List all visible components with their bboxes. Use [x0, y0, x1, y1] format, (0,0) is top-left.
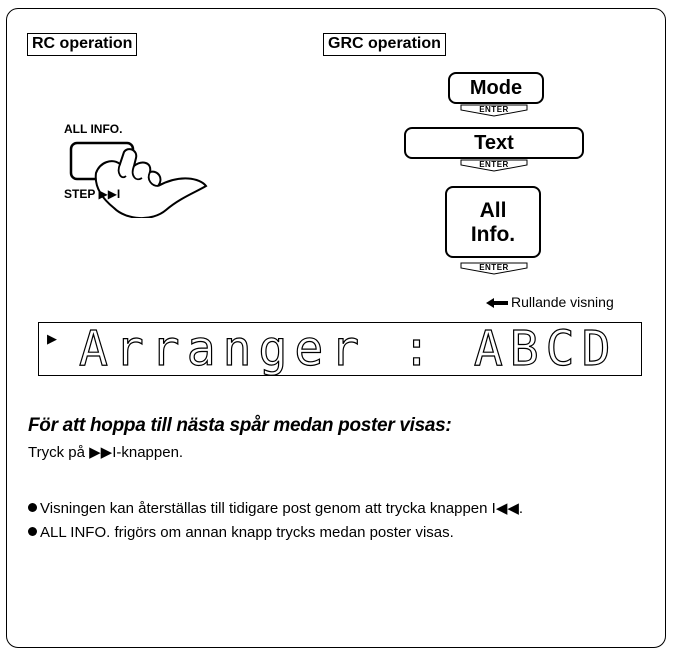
scroll-note: Rullande visning	[486, 294, 614, 310]
left-arrow-icon	[486, 298, 508, 309]
list-item: ALL INFO. frigörs om annan knapp trycks …	[28, 522, 660, 543]
all-info-button[interactable]: All Info.	[445, 186, 541, 258]
enter-tag: ENTER	[460, 104, 528, 117]
rc-button-top-label: ALL INFO.	[64, 122, 123, 136]
display-text: Arranger : ABCD	[78, 321, 618, 377]
rc-button-bottom-label: STEP ▶▶I	[64, 187, 121, 201]
display-cursor-icon: ▶	[47, 331, 57, 346]
instruction-text: Tryck på ▶▶I-knappen.	[28, 444, 184, 461]
bullet-dot-icon	[28, 527, 37, 536]
enter-tag: ENTER	[460, 159, 528, 172]
bullet-list: Visningen kan återställas till tidigare …	[28, 498, 660, 546]
all-info-line1: All	[479, 199, 507, 222]
enter-label: ENTER	[479, 105, 509, 114]
list-item-text: Visningen kan återställas till tidigare …	[40, 500, 524, 517]
mode-button[interactable]: Mode	[448, 72, 544, 104]
section-heading: För att hoppa till nästa spår medan post…	[28, 415, 452, 436]
grc-operation-label: GRC operation	[323, 33, 446, 56]
enter-label: ENTER	[479, 263, 509, 272]
all-info-line2: Info.	[470, 223, 516, 246]
list-item-text: ALL INFO. frigörs om annan knapp trycks …	[40, 524, 454, 541]
enter-label: ENTER	[479, 160, 509, 169]
rc-operation-label: RC operation	[27, 33, 138, 56]
list-item: Visningen kan återställas till tidigare …	[28, 498, 660, 519]
text-button[interactable]: Text	[404, 127, 584, 159]
display-panel: ▶ Arranger : ABCD	[38, 322, 642, 376]
scroll-note-text: Rullande visning	[511, 294, 614, 310]
enter-tag: ENTER	[460, 262, 528, 275]
bullet-dot-icon	[28, 503, 37, 512]
finger-press-icon	[69, 141, 208, 218]
